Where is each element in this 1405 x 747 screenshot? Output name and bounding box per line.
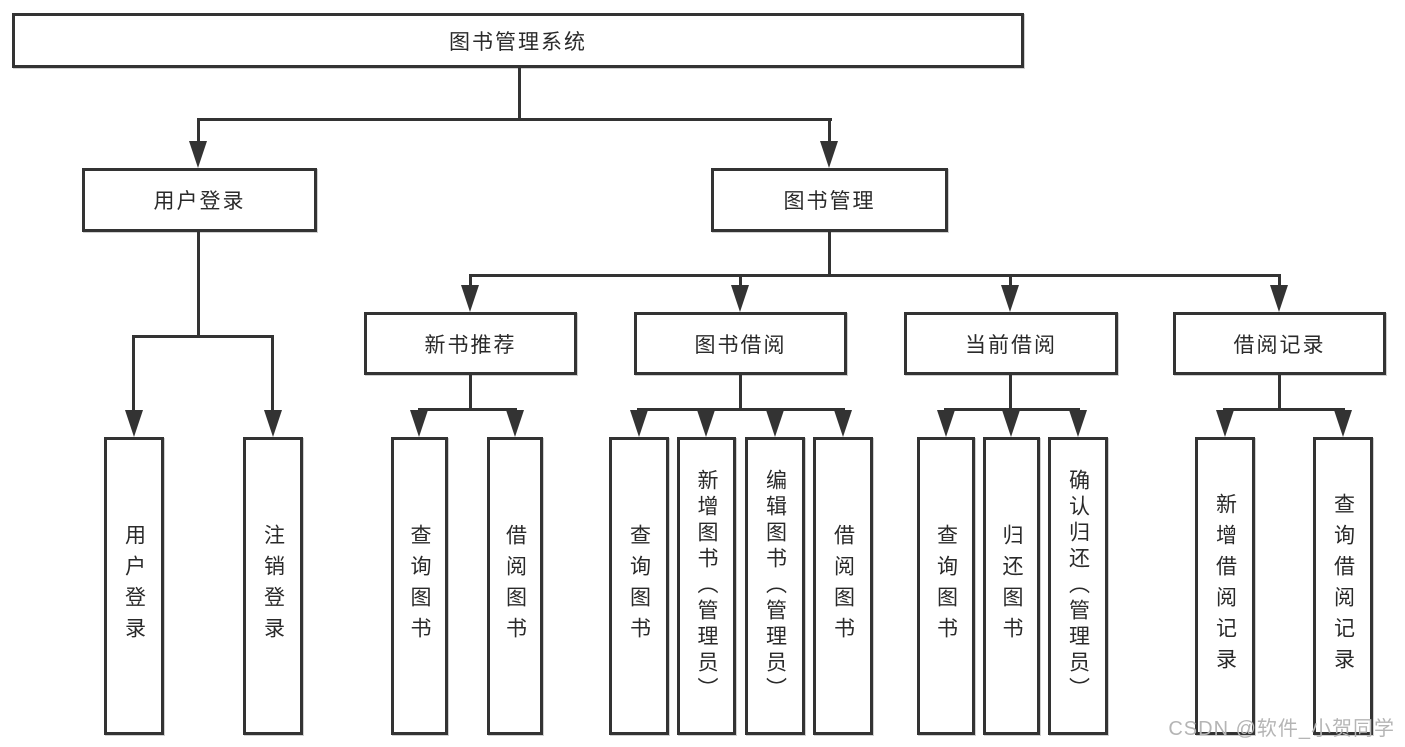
arrow-down-icon	[630, 410, 648, 437]
node-root: 图书管理系统	[12, 13, 1024, 68]
node-book-borrowing-label: 图书借阅	[694, 333, 787, 357]
node-book-mgmt: 图书管理	[711, 168, 948, 232]
leaf-borrowing-borrow-label: 借阅图书	[831, 524, 855, 648]
connector-borrowing-stem	[739, 375, 742, 411]
node-current-borrowing-label: 当前借阅	[965, 333, 1057, 357]
arrow-down-icon	[1216, 410, 1234, 437]
arrow-down-icon	[1002, 410, 1020, 437]
leaf-current-confirm-label: 确认归还（管理员）	[1066, 469, 1090, 703]
leaf-current-return: 归还图书	[983, 437, 1040, 735]
leaf-user-login-label: 用户登录	[122, 524, 146, 648]
arrow-down-icon	[820, 141, 838, 168]
arrow-down-icon	[697, 410, 715, 437]
leaf-newbook-borrow-label: 借阅图书	[503, 524, 527, 648]
leaf-borrowing-edit: 编辑图书（管理员）	[745, 437, 805, 735]
arrow-down-icon	[731, 285, 749, 312]
leaf-current-query: 查询图书	[917, 437, 975, 735]
leaf-records-add-label: 新增借阅记录	[1213, 493, 1237, 679]
connector-level3-drop	[1278, 274, 1281, 288]
connector-leaf-drop	[132, 335, 135, 415]
connector-new-book-stem	[469, 375, 472, 411]
leaf-newbook-borrow: 借阅图书	[487, 437, 543, 735]
arrow-down-icon	[189, 141, 207, 168]
arrow-down-icon	[264, 410, 282, 437]
connector-user-login-stem	[197, 232, 200, 338]
leaf-records-query: 查询借阅记录	[1313, 437, 1373, 735]
arrow-down-icon	[937, 410, 955, 437]
arrow-down-icon	[410, 410, 428, 437]
arrow-down-icon	[1069, 410, 1087, 437]
leaf-current-return-label: 归还图书	[1000, 524, 1023, 648]
node-user-login: 用户登录	[82, 168, 317, 232]
leaf-borrowing-query: 查询图书	[609, 437, 669, 735]
node-borrowing-records-label: 借阅记录	[1233, 333, 1326, 357]
connector-current-stem	[1009, 375, 1012, 411]
connector-level3-drop	[1009, 274, 1012, 288]
arrow-down-icon	[506, 410, 524, 437]
connector-level3-rail	[469, 274, 1281, 277]
connector-current-rail	[944, 408, 1080, 411]
node-book-borrowing: 图书借阅	[634, 312, 847, 375]
connector-level3-drop	[739, 274, 742, 288]
watermark: CSDN @软件_小贺同学	[1168, 718, 1395, 740]
node-borrowing-records: 借阅记录	[1173, 312, 1386, 375]
leaf-borrowing-edit-label: 编辑图书（管理员）	[763, 469, 787, 703]
arrow-down-icon	[766, 410, 784, 437]
arrow-down-icon	[834, 410, 852, 437]
arrow-down-icon	[125, 410, 143, 437]
node-new-book-rec-label: 新书推荐	[424, 333, 517, 357]
connector-leaf-drop	[271, 335, 274, 415]
connector-book-mgmt-stem	[828, 232, 831, 277]
connector-user-login-rail	[132, 335, 274, 338]
connector-records-rail	[1223, 408, 1345, 411]
leaf-current-confirm: 确认归还（管理员）	[1048, 437, 1108, 735]
arrow-down-icon	[1001, 285, 1019, 312]
leaf-records-query-label: 查询借阅记录	[1331, 493, 1355, 679]
connector-level2-rail	[197, 118, 832, 121]
connector-records-stem	[1278, 375, 1281, 411]
connector-root-stem	[518, 66, 521, 121]
connector-new-book-rail	[418, 408, 517, 411]
leaf-borrowing-add-label: 新增图书（管理员）	[695, 469, 718, 703]
connector-borrowing-rail	[637, 408, 845, 411]
leaf-records-add: 新增借阅记录	[1195, 437, 1255, 735]
node-user-login-label: 用户登录	[153, 190, 246, 213]
leaf-logout: 注销登录	[243, 437, 303, 735]
node-new-book-rec: 新书推荐	[364, 312, 577, 375]
leaf-user-login: 用户登录	[104, 437, 164, 735]
connector-user-login-drop	[197, 118, 200, 146]
node-book-mgmt-label: 图书管理	[783, 190, 876, 213]
leaf-newbook-query-label: 查询图书	[408, 524, 431, 648]
node-root-label: 图书管理系统	[449, 30, 587, 54]
node-current-borrowing: 当前借阅	[904, 312, 1118, 375]
leaf-current-query-label: 查询图书	[934, 524, 958, 648]
connector-book-mgmt-drop	[828, 118, 831, 146]
arrow-down-icon	[461, 285, 479, 312]
connector-level3-drop	[469, 274, 472, 288]
arrow-down-icon	[1334, 410, 1352, 437]
arrow-down-icon	[1270, 285, 1288, 312]
leaf-logout-label: 注销登录	[261, 524, 285, 648]
leaf-borrowing-borrow: 借阅图书	[813, 437, 873, 735]
leaf-borrowing-add: 新增图书（管理员）	[677, 437, 736, 735]
leaf-newbook-query: 查询图书	[391, 437, 448, 735]
leaf-borrowing-query-label: 查询图书	[627, 524, 651, 648]
